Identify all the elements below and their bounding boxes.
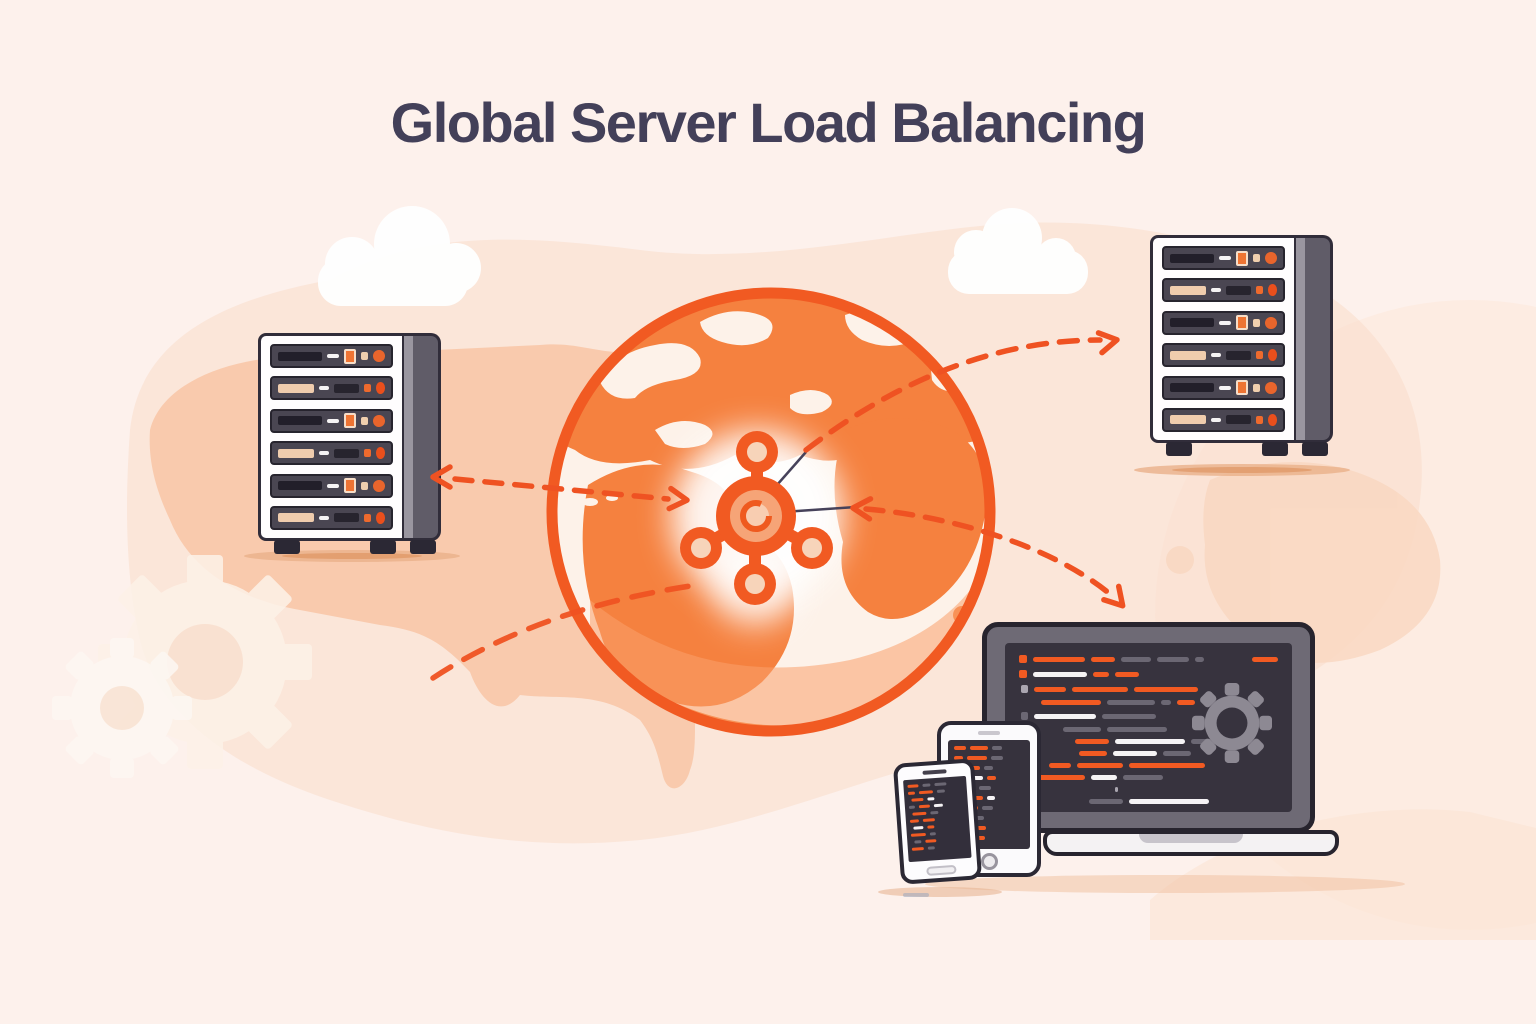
rack-foot [370, 540, 396, 554]
rack-foot [410, 540, 436, 554]
globe-icon [546, 287, 996, 737]
server-unit [270, 408, 393, 433]
gear-icon [1192, 683, 1272, 763]
rack-foot [1166, 442, 1192, 456]
server-unit [1162, 246, 1285, 270]
arrow-icon-bottom-left [430, 582, 700, 681]
server-unit [1162, 343, 1285, 368]
server-unit [1162, 407, 1285, 432]
server-unit [270, 505, 393, 530]
rack-foot [1302, 442, 1328, 456]
cloud-icon [318, 206, 481, 306]
server-rack-left [258, 333, 441, 554]
tablet-home-button [981, 853, 998, 870]
server-unit [270, 473, 393, 498]
server-unit [270, 441, 393, 466]
server-unit [270, 344, 393, 368]
laptop-base [1043, 830, 1339, 856]
rack-side-panel [404, 333, 441, 541]
tablet-camera [978, 731, 1000, 735]
phone-screen [903, 775, 972, 863]
rack-side-panel [1296, 235, 1333, 443]
gear-shape [98, 555, 312, 769]
arrow-icon-laptop [863, 506, 1113, 597]
code-lines [907, 781, 966, 851]
cloud-icon [948, 208, 1088, 294]
server-unit [1162, 278, 1285, 303]
rack-foot [1262, 442, 1288, 456]
server-unit [1162, 310, 1285, 335]
gear-shape [52, 638, 192, 778]
smartphone [892, 758, 983, 885]
server-unit [1162, 375, 1285, 400]
server-unit [270, 376, 393, 401]
hub-icon [680, 431, 833, 605]
rack-cabinet [258, 333, 404, 541]
arrow-icon-left-server [452, 476, 671, 502]
phone-speaker [921, 769, 947, 775]
page-title: Global Server Load Balancing [390, 91, 1147, 154]
arrowheads [430, 330, 1126, 609]
server-rack-right [1150, 235, 1333, 456]
laptop-screen [1005, 643, 1292, 812]
rack-foot [274, 540, 300, 554]
laptop-notch [1139, 834, 1243, 843]
usa-map-shape [149, 344, 756, 789]
gear-icon [1192, 683, 1272, 763]
phone-home-button [925, 864, 957, 876]
arrow-icon-right-server [803, 337, 1103, 453]
rack-cabinet [1150, 235, 1296, 443]
